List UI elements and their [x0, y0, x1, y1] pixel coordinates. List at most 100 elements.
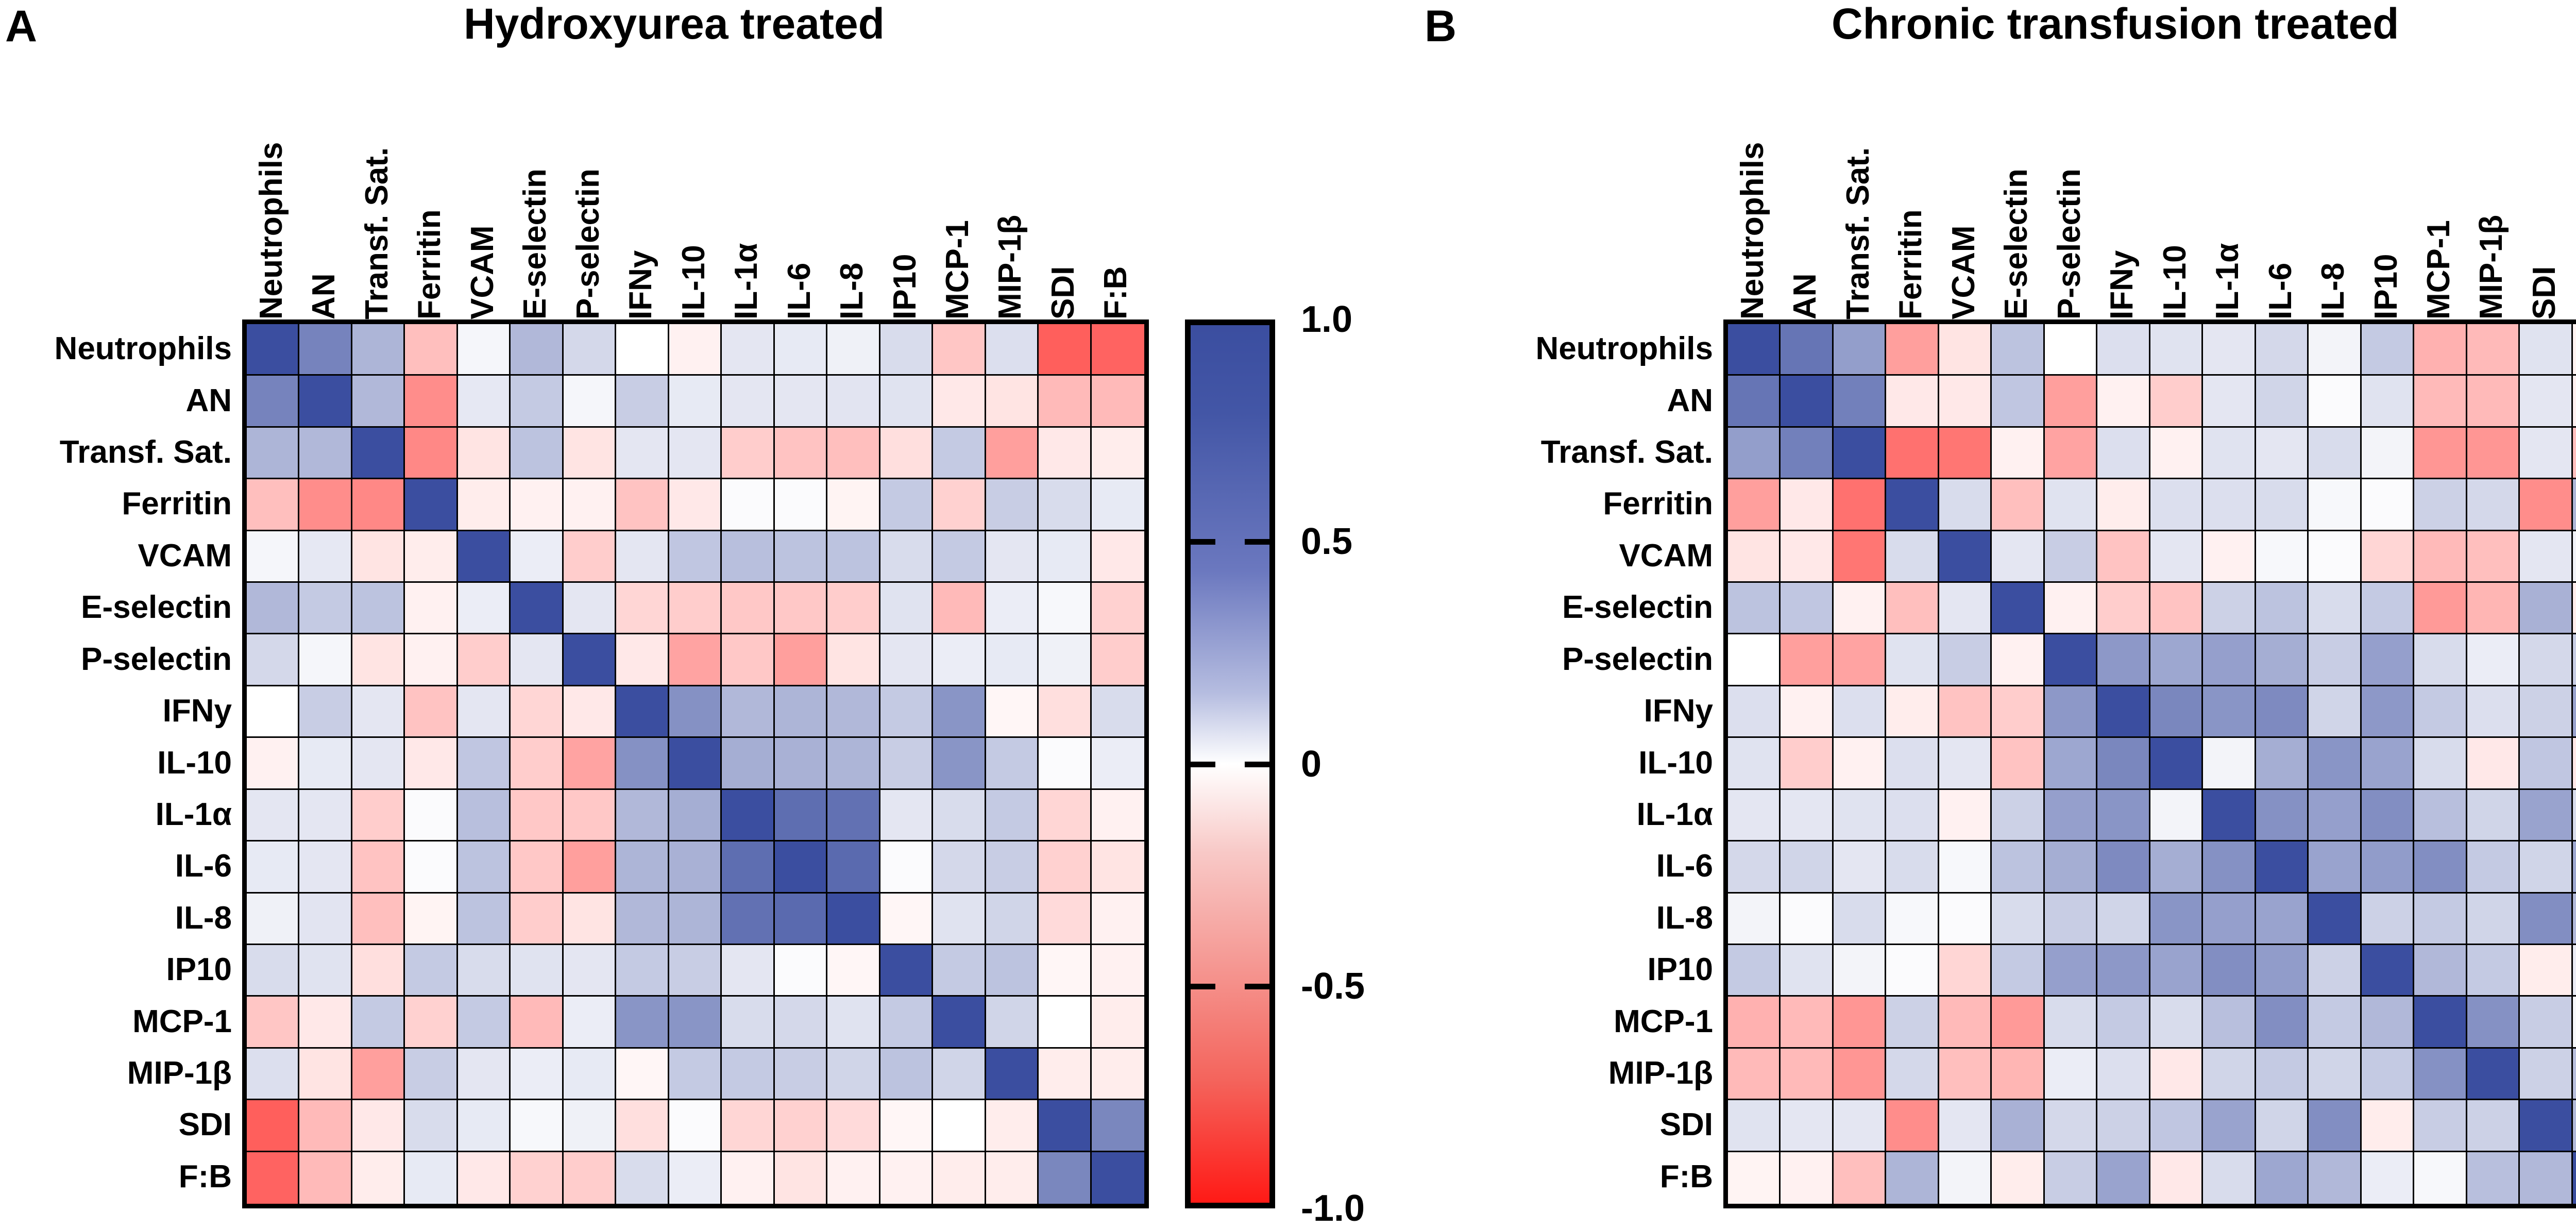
column-label: IP10 — [887, 254, 923, 319]
heatmap-cell — [247, 686, 300, 738]
heatmap-cell — [827, 1100, 880, 1152]
heatmap-cell — [2414, 997, 2467, 1049]
heatmap-cell — [1781, 1152, 1834, 1204]
heatmap-cell — [1939, 427, 1992, 480]
row-label: VCAM — [1619, 537, 1713, 574]
heatmap-cell — [511, 997, 564, 1049]
heatmap-cell — [2150, 427, 2204, 480]
heatmap-cell — [2361, 634, 2415, 686]
heatmap-cell — [722, 479, 775, 531]
heatmap-cell — [457, 427, 511, 480]
heatmap-cell — [2414, 789, 2467, 842]
heatmap-cell — [2520, 997, 2573, 1049]
heatmap-cell — [511, 1100, 564, 1152]
heatmap-cell — [1939, 531, 1992, 583]
colorbar-tick-label: 0 — [1301, 743, 1322, 785]
heatmap-cell — [2309, 841, 2362, 894]
heatmap-cell — [299, 1048, 352, 1101]
colorbar-tick — [1245, 539, 1269, 545]
heatmap-cell — [299, 1152, 352, 1204]
heatmap-cell — [2361, 1100, 2415, 1152]
heatmap-cell — [457, 738, 511, 790]
heatmap-cell — [774, 1100, 828, 1152]
heatmap-cell — [722, 841, 775, 894]
heatmap-cell — [1728, 686, 1781, 738]
row-label: IL-1α — [1636, 796, 1713, 832]
heatmap-cell — [563, 738, 617, 790]
heatmap-cell — [2044, 789, 2098, 842]
heatmap-cell — [1833, 427, 1887, 480]
heatmap-cell — [1781, 789, 1834, 842]
heatmap-cell — [2256, 997, 2309, 1049]
heatmap-cell — [616, 531, 669, 583]
heatmap-cell — [1091, 479, 1144, 531]
heatmap-cell — [2361, 841, 2415, 894]
heatmap-cell — [405, 324, 458, 376]
heatmap-cell — [2150, 1048, 2204, 1101]
heatmap-cell — [352, 427, 405, 480]
heatmap-cell — [880, 1048, 934, 1101]
heatmap-cell — [933, 634, 986, 686]
heatmap-cell — [2572, 376, 2576, 428]
panel-a-heatmap-matrix — [242, 319, 1149, 1208]
heatmap-cell — [2097, 583, 2150, 635]
heatmap-cell — [511, 583, 564, 635]
heatmap-cell — [2150, 945, 2204, 997]
heatmap-cell — [405, 376, 458, 428]
heatmap-cell — [1939, 324, 1992, 376]
heatmap-cell — [722, 789, 775, 842]
heatmap-cell — [247, 427, 300, 480]
heatmap-cell — [933, 376, 986, 428]
heatmap-cell — [774, 997, 828, 1049]
colorbar-tick — [1191, 539, 1215, 545]
heatmap-cell — [511, 531, 564, 583]
heatmap-cell — [1781, 583, 1834, 635]
heatmap-cell — [880, 738, 934, 790]
heatmap-cell — [2520, 427, 2573, 480]
heatmap-cell — [457, 945, 511, 997]
heatmap-cell — [2203, 427, 2256, 480]
heatmap-cell — [405, 789, 458, 842]
heatmap-cell — [352, 376, 405, 428]
heatmap-cell — [616, 324, 669, 376]
heatmap-cell — [405, 893, 458, 945]
heatmap-cell — [563, 893, 617, 945]
heatmap-cell — [933, 997, 986, 1049]
heatmap-cell — [2203, 1100, 2256, 1152]
heatmap-cell — [2097, 531, 2150, 583]
heatmap-cell — [933, 583, 986, 635]
heatmap-cell — [2361, 583, 2415, 635]
heatmap-cell — [1781, 479, 1834, 531]
heatmap-cell — [299, 1100, 352, 1152]
heatmap-cell — [722, 427, 775, 480]
heatmap-cell — [247, 841, 300, 894]
heatmap-cell — [2150, 583, 2204, 635]
heatmap-cell — [2256, 634, 2309, 686]
heatmap-cell — [2467, 1048, 2520, 1101]
heatmap-cell — [827, 841, 880, 894]
column-label: MIP-1β — [992, 214, 1028, 319]
heatmap-cell — [2467, 686, 2520, 738]
heatmap-cell — [2097, 893, 2150, 945]
heatmap-cell — [457, 531, 511, 583]
heatmap-cell — [2150, 531, 2204, 583]
heatmap-cell — [2361, 997, 2415, 1049]
heatmap-cell — [827, 738, 880, 790]
heatmap-cell — [2414, 1048, 2467, 1101]
heatmap-cell — [2572, 893, 2576, 945]
heatmap-cell — [511, 945, 564, 997]
heatmap-cell — [2572, 789, 2576, 842]
column-label: Transf. Sat. — [359, 147, 395, 319]
heatmap-cell — [247, 997, 300, 1049]
heatmap-cell — [352, 945, 405, 997]
heatmap-cell — [457, 789, 511, 842]
heatmap-cell — [2309, 1100, 2362, 1152]
heatmap-cell — [1091, 1100, 1144, 1152]
column-label: P-selectin — [2051, 169, 2087, 319]
heatmap-cell — [247, 1048, 300, 1101]
heatmap-cell — [1833, 1152, 1887, 1204]
heatmap-cell — [986, 324, 1039, 376]
heatmap-cell — [2044, 997, 2098, 1049]
heatmap-cell — [774, 583, 828, 635]
